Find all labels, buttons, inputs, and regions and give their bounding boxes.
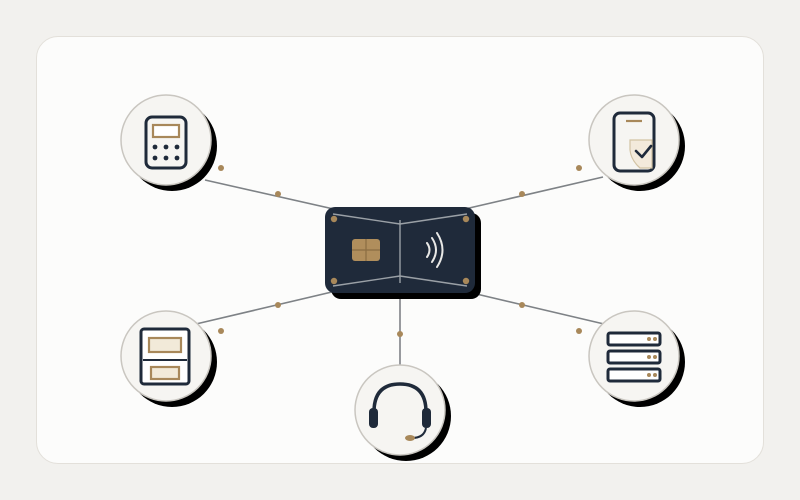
headset-icon — [369, 382, 431, 441]
connector-dot — [397, 331, 403, 337]
mobile-checkmark-icon — [612, 111, 656, 173]
connector-dot — [218, 328, 224, 334]
connector-dot — [275, 302, 281, 308]
connector-dot — [519, 191, 525, 197]
card-chip-icon — [352, 239, 380, 261]
node-mobile-verified[interactable] — [588, 94, 685, 191]
node-invoice-document[interactable] — [120, 310, 217, 407]
connector-dot — [576, 328, 582, 334]
connector-dot — [218, 165, 224, 171]
contactless-icon — [426, 232, 444, 268]
connector-dot — [275, 191, 281, 197]
pos-terminal-icon — [144, 115, 188, 170]
connector-dot — [576, 165, 582, 171]
invoice-document-icon — [139, 327, 191, 386]
server-status-lights — [647, 337, 657, 377]
payment-card-hub[interactable] — [325, 207, 481, 299]
connector-dot — [519, 302, 525, 308]
node-pos-terminal[interactable] — [120, 94, 217, 191]
node-server-rack[interactable] — [588, 310, 685, 407]
server-rack-icon — [606, 331, 662, 383]
node-support-headset[interactable] — [354, 364, 451, 461]
